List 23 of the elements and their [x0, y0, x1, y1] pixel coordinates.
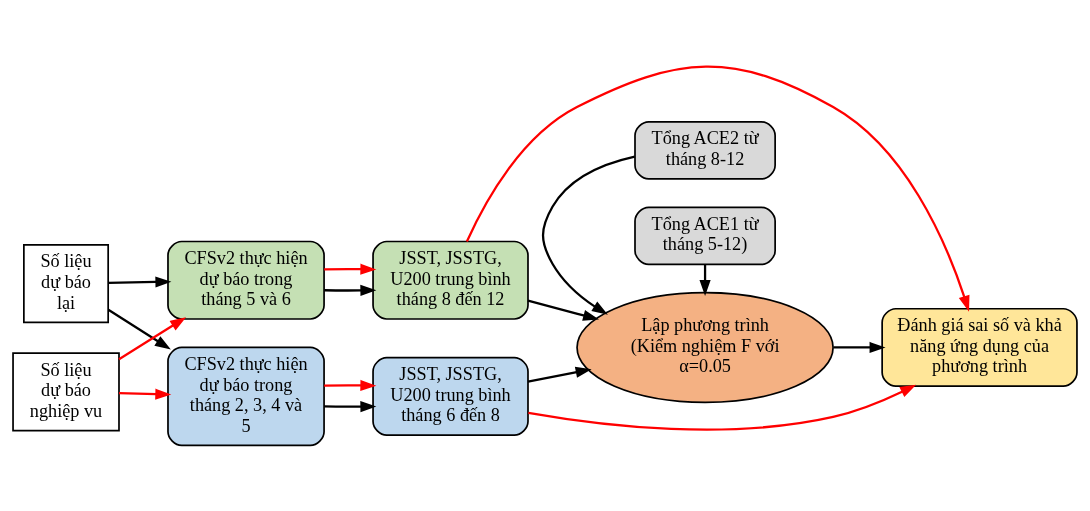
arrow — [324, 400, 377, 412]
arrow — [107, 308, 171, 349]
arrow — [324, 284, 377, 296]
arrow — [108, 275, 172, 288]
arrow — [527, 366, 592, 383]
arrow — [465, 65, 970, 312]
node-box: Tổng ACE2 từ tháng 8-12 — [634, 120, 776, 180]
node-box: JSST, JSSTG, U200 trung bình tháng 6 đến 8 — [372, 356, 529, 436]
node-box: CFSv2 thực hiện dự báo trong tháng 2, 3, 4 và 5 — [167, 346, 325, 446]
node-box: Số liệu dự báo nghiệp vu — [12, 351, 120, 431]
node-box: Đánh giá sai số và khả năng ứng dụng của phương trình — [881, 307, 1078, 387]
arrow — [527, 299, 600, 321]
arrow — [324, 379, 377, 391]
arrow — [528, 384, 917, 431]
arrow — [118, 316, 187, 360]
node-box: CFSv2 thực hiện dự báo trong tháng 5 và 6 — [167, 240, 325, 320]
arrow — [119, 388, 172, 400]
node-box: JSST, JSSTG, U200 trung bình tháng 8 đến 12 — [372, 240, 529, 320]
arrow — [833, 341, 886, 353]
node-box: Tổng ACE1 từ tháng 5-12) — [634, 206, 776, 265]
arrow — [541, 155, 635, 315]
node-box: Số liệu dự báo lại — [23, 243, 110, 323]
arrow — [324, 263, 377, 275]
